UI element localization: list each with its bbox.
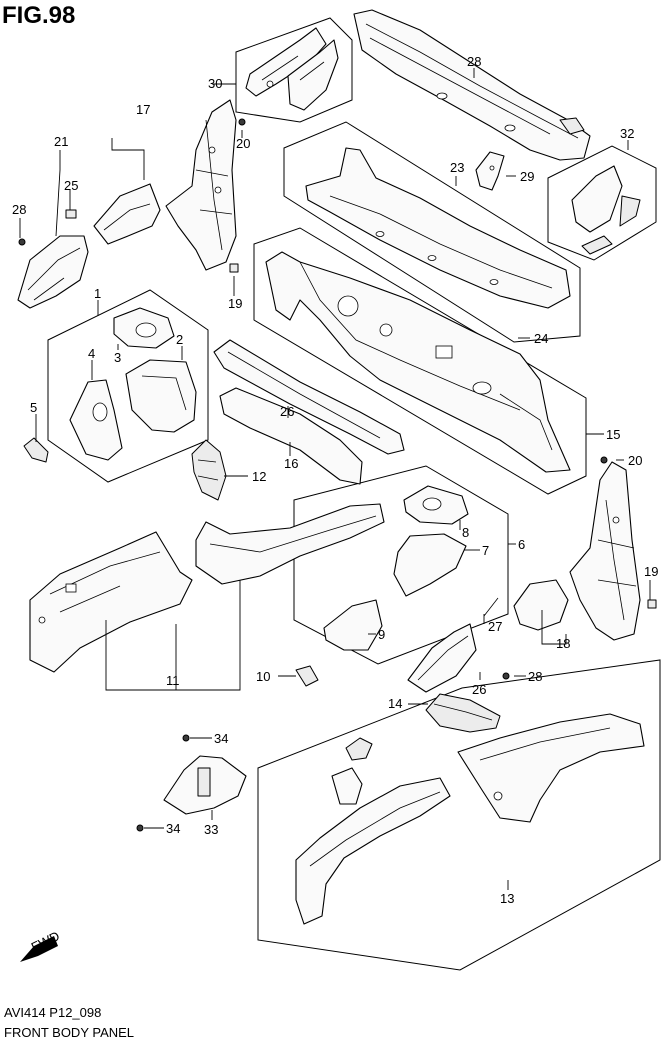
callout-2: 2 [176,332,183,347]
part-12-insulator [191,439,227,501]
part-20-clip-top [238,118,246,126]
part-25-clip [65,209,77,219]
part-18-pillar-inner [513,461,641,641]
part-15-dash-panel [265,251,571,473]
part-11-side-member [29,531,193,673]
callout-33: 33 [204,822,218,837]
callout-34-bottom: 34 [166,821,180,836]
part-3-strut-top [113,307,175,349]
figure-code: AVI414 P12_098 [4,1005,102,1020]
part-13-frame-left [295,737,451,925]
callout-15: 15 [606,427,620,442]
part-31-bracket [245,27,339,111]
part-2-strut-housing [125,359,197,433]
group-frame-15 [253,227,587,495]
figure-title: FIG.98 [2,2,76,29]
part-34-bolt-bottom [136,824,144,832]
part-21-cowl-front [305,147,571,309]
group-frame-1 [47,289,209,483]
callouts: 28 30 32 17 21 25 28 20 23 29 19 24 15 2… [12,54,658,906]
callout-8: 8 [462,525,469,540]
callout-14: 14 [388,696,402,711]
callout-34-top: 34 [214,731,228,746]
callout-21: 23 [450,160,464,175]
part-14-member [425,693,501,733]
part-32-bracket [571,165,641,255]
callout-16: 16 [284,456,298,471]
callout-11: 11 [166,673,180,688]
callout-30: 29 [520,169,534,184]
callout-6: 6 [518,537,525,552]
figure-subtitle: FRONT BODY PANEL [4,1025,135,1040]
callout-19-top: 19 [228,296,242,311]
part-9-apron [323,599,383,651]
part-8-strut-top [403,485,469,525]
group-frame-32 [547,145,657,261]
callout-23: 26 [280,404,294,419]
callout-18: 18 [556,636,570,651]
group-frame-13 [257,659,661,971]
callout-19-right: 19 [644,564,658,579]
part-28-bolt-top [18,238,26,246]
part-33-bracket [163,755,247,815]
part-7-strut-housing [393,533,467,597]
callout-4: 4 [88,346,95,361]
callout-5: 5 [30,400,37,415]
part-29-cowl-top [353,9,591,161]
group-frame-21 [283,121,581,343]
part-11-side-member-upper [195,503,385,585]
part-26-extension [407,623,477,693]
group-frame-6 [293,465,509,665]
callout-7: 7 [482,543,489,558]
part-19-clip-top [229,263,239,273]
part-28-bolt-mid [502,672,510,680]
callout-27: 27 [488,619,502,634]
part-19-clip-right [647,599,657,609]
part-23-upper-rail [213,339,405,455]
callout-10: 10 [256,669,270,684]
callout-17: 17 [136,102,150,117]
part-13-frame-right [457,713,645,823]
callout-28-mid: 28 [528,669,542,684]
part-5-bracket [23,437,49,463]
part-10-bracket [295,665,319,687]
leader-lines [19,68,651,890]
callout-1: 1 [94,286,101,301]
callout-28-top: 28 [12,202,26,217]
callout-12: 12 [252,469,266,484]
callout-13: 13 [500,891,514,906]
group-frame-31 [235,17,353,123]
callout-32: 32 [620,126,634,141]
part-20-clip-right [600,456,608,464]
part-17-pillar-inner [93,99,237,271]
part-27-rod [483,597,499,617]
callout-25: 25 [64,178,78,193]
part-30-bracket [475,151,505,191]
part-34-bolt-top [182,734,190,742]
callout-20-right: 20 [628,453,642,468]
callout-9: 9 [378,627,385,642]
part-16-rail [219,387,363,485]
callout-26: 26 [472,682,486,697]
callout-3: 3 [114,350,121,365]
callout-31: 30 [208,76,222,91]
callout-22: 24 [534,331,548,346]
callout-24: 21 [54,134,68,149]
part-4-apron [69,379,123,461]
fwd-arrow-icon: FWD [20,928,62,962]
part-24-reinforcement [17,235,89,309]
callout-20-top: 20 [236,136,250,151]
callout-29: 28 [467,54,481,69]
